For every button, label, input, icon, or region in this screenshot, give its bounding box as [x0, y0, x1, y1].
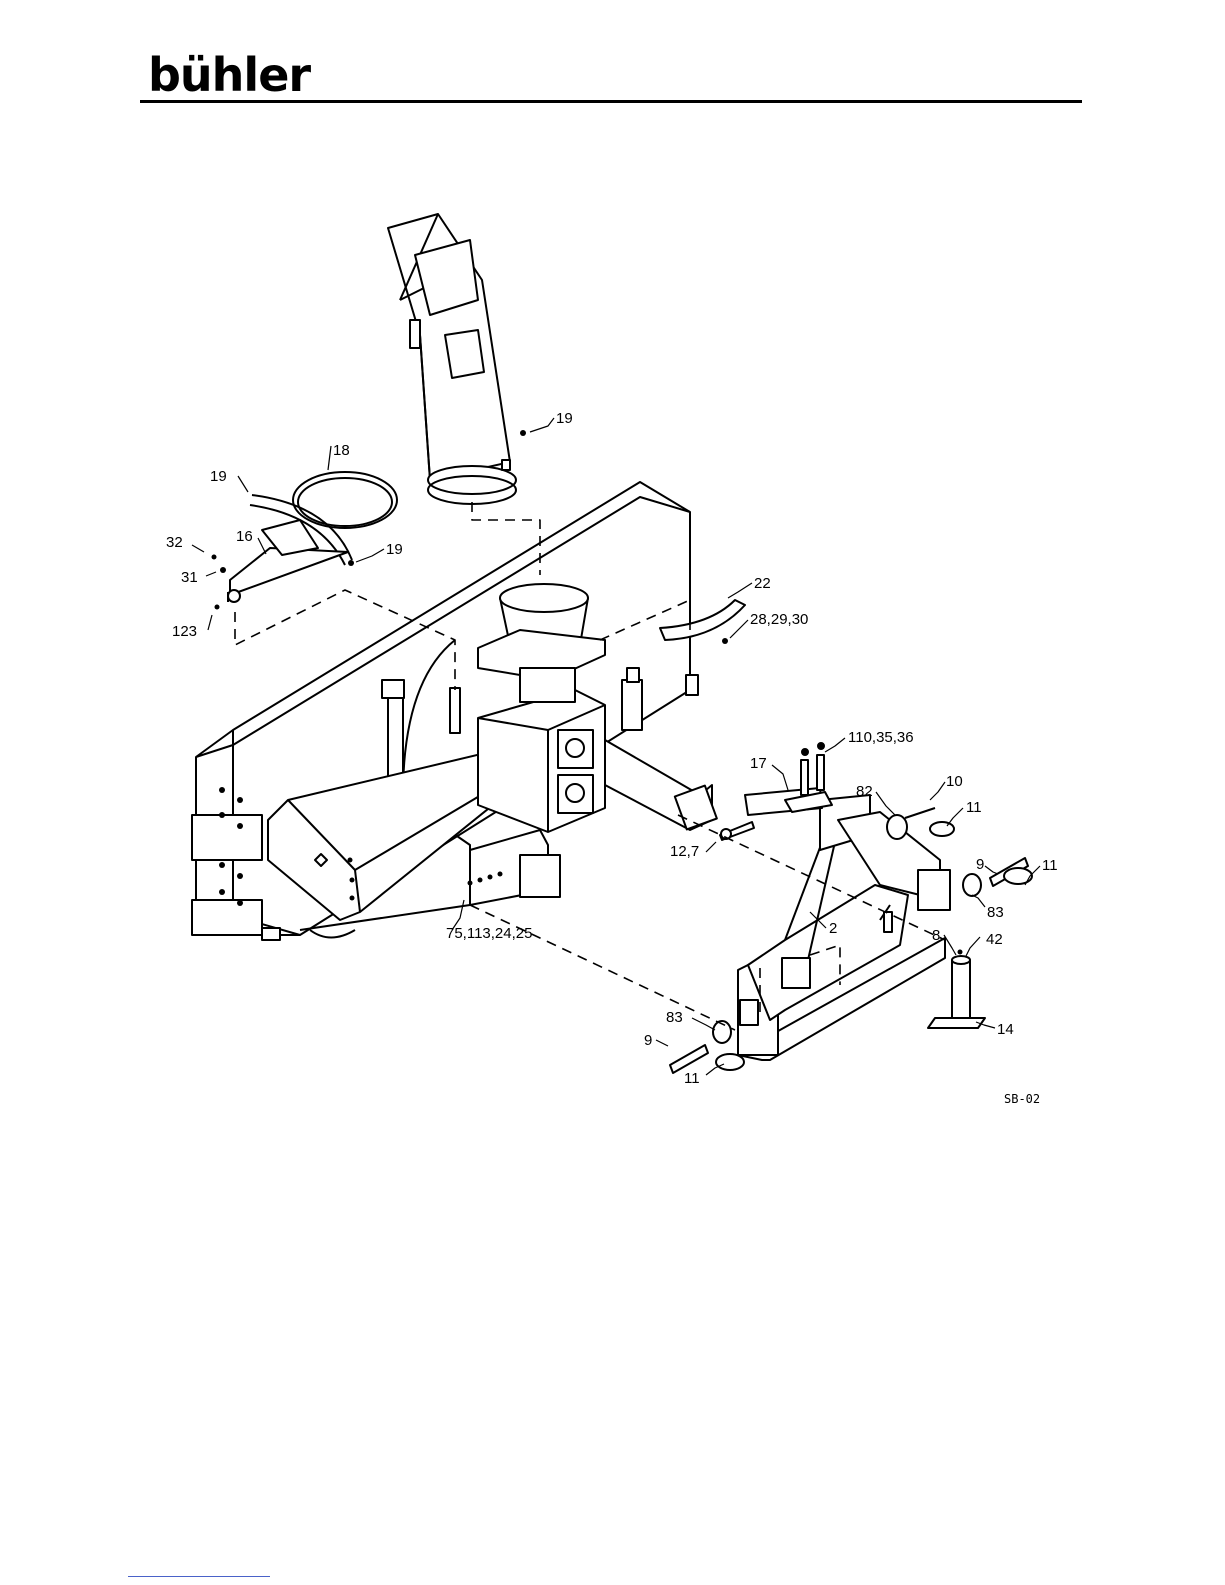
callout-42: 42 [986, 931, 1003, 948]
callout-123: 123 [172, 623, 197, 640]
callout-19-handle: 19 [386, 541, 403, 558]
callout-19-spout: 19 [556, 410, 573, 427]
hitch-frame [738, 788, 950, 1060]
jack-stand [928, 956, 985, 1028]
callout-31: 31 [181, 569, 198, 586]
callout-17: 17 [750, 755, 767, 772]
spout-ring [293, 472, 397, 528]
callout-110-35-36: 110,35,36 [848, 729, 914, 746]
callout-16: 16 [236, 528, 253, 545]
callout-9-left: 9 [644, 1032, 652, 1049]
callout-83-right: 83 [987, 904, 1004, 921]
figure-code: SB-02 [1004, 1092, 1040, 1106]
callout-22: 22 [754, 575, 771, 592]
discharge-spout [388, 214, 516, 504]
callout-75-113-24-25: 75,113,24,25 [446, 925, 532, 942]
callout-10: 10 [946, 773, 963, 790]
footer-link-rule [128, 1576, 270, 1577]
callout-32: 32 [166, 534, 183, 551]
callout-14: 14 [997, 1021, 1014, 1038]
callout-11-left: 11 [684, 1070, 700, 1087]
callout-9-right: 9 [976, 856, 984, 873]
callout-19-deflector: 19 [210, 468, 227, 485]
callout-11-top: 11 [966, 799, 982, 816]
callout-8: 8 [932, 927, 940, 944]
callout-11-right: 11 [1042, 857, 1058, 874]
callout-83-left: 83 [666, 1009, 683, 1026]
callout-12-7: 12,7 [670, 843, 699, 860]
callout-28-29-30: 28,29,30 [750, 611, 808, 628]
callout-2: 2 [829, 920, 837, 937]
callout-82: 82 [856, 783, 873, 800]
callout-18: 18 [333, 442, 350, 459]
